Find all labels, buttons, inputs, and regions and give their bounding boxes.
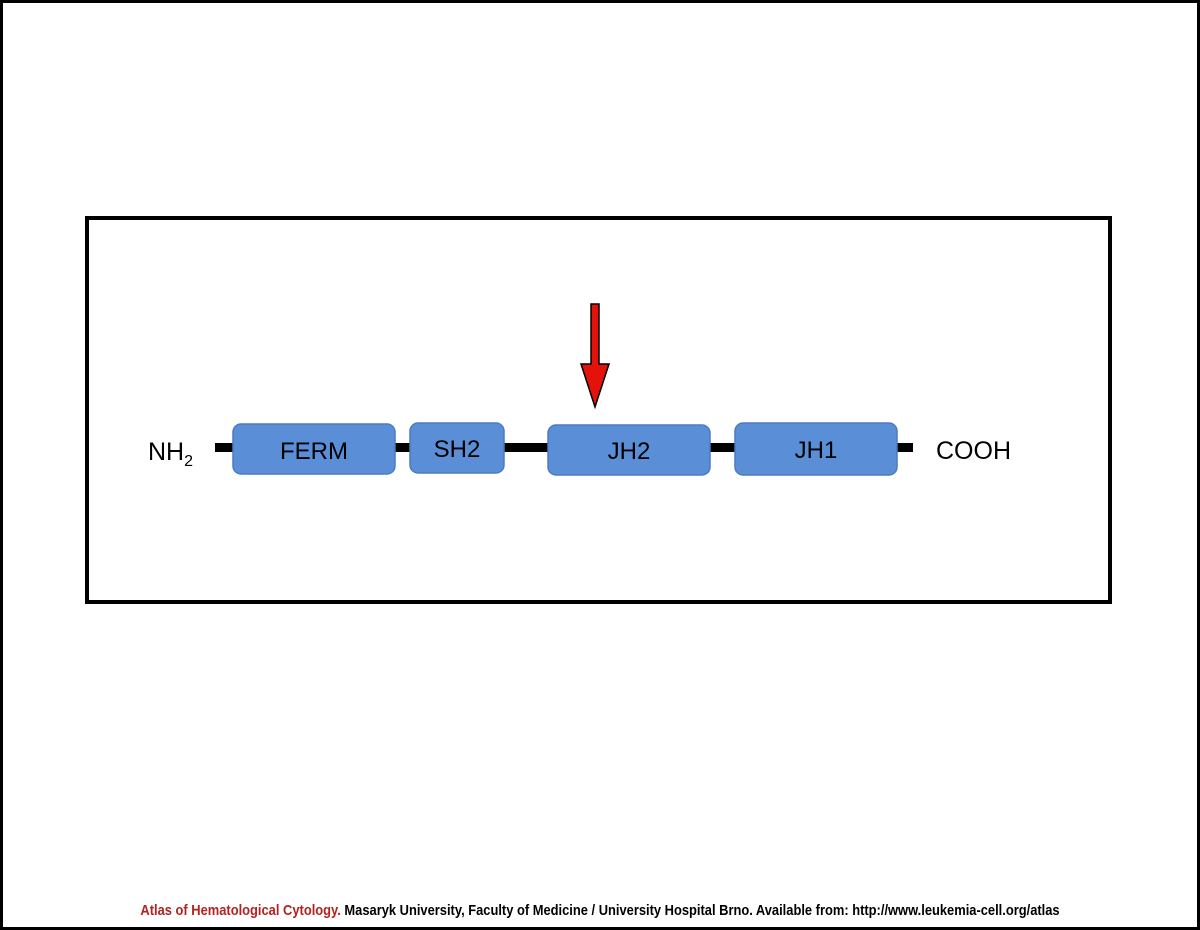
- n-terminus-main: NH: [148, 438, 184, 466]
- domain-jh2-label: JH2: [608, 438, 651, 465]
- citation-footer: Atlas of Hematological Cytology. Masaryk…: [87, 902, 1114, 919]
- c-terminus-label: COOH: [936, 437, 1011, 465]
- domain-jh1: [734, 422, 898, 476]
- domain-jh1-label: JH1: [795, 437, 838, 464]
- citation-text: Masaryk University, Faculty of Medicine …: [340, 902, 1060, 919]
- domain-sh2-label: SH2: [434, 436, 481, 463]
- domain-jh2: [547, 424, 711, 476]
- citation-title: Atlas of Hematological Cytology.: [140, 902, 341, 919]
- domain-sh2: [409, 422, 505, 474]
- n-terminus-label: NH2: [148, 438, 193, 470]
- diagram-frame: [85, 216, 1112, 604]
- protein-domain-diagram: FERM SH2 JH2 JH1 NH2 COOH: [148, 303, 1011, 476]
- mutation-arrow-icon: [579, 303, 611, 410]
- n-terminus-subscript: 2: [184, 453, 193, 470]
- domain-ferm: [232, 423, 396, 475]
- domain-ferm-label: FERM: [280, 438, 348, 465]
